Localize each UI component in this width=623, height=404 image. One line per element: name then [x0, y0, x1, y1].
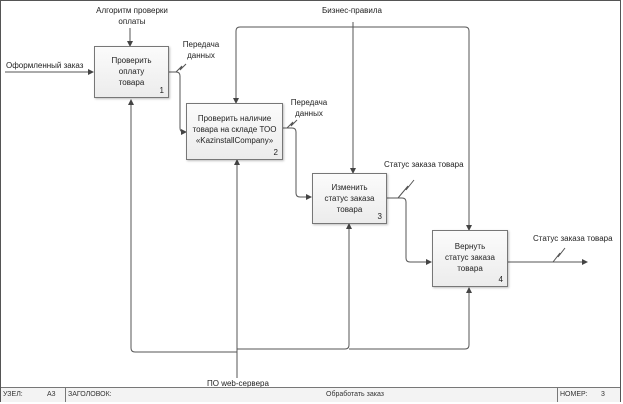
mechanism-loop-left [128, 99, 237, 353]
label-status-1: Статус заказа товара [384, 160, 464, 169]
label-data-transfer-1: Передача данных [182, 40, 220, 60]
footer-node-value: A3 [47, 391, 56, 398]
mechanism-loop-right [237, 223, 352, 350]
arrow-status-1 [387, 197, 432, 265]
title-block: УЗЕЛ: A3 ЗАГОЛОВОК: Обработать заказ НОМ… [1, 387, 620, 402]
footer-number-value: 3 [601, 391, 605, 398]
squiggle-1 [175, 63, 187, 73]
label-status-output: Статус заказа товара [533, 234, 613, 243]
label-control-rules: Бизнес-правила [322, 6, 382, 15]
squiggle-3 [397, 179, 415, 199]
activity-box-1[interactable]: Проверить оплату товара 1 [94, 46, 169, 98]
label-control-algorithm: Алгоритм проверки оплаты [96, 6, 168, 26]
activity-number: 1 [159, 86, 164, 95]
squiggle-2 [286, 119, 298, 129]
label-mechanism: ПО web-сервера [207, 379, 269, 388]
activity-label: Проверить наличие товара на складе ТОО «… [192, 114, 277, 145]
control-loop [235, 26, 470, 230]
footer-title-value: Обработать заказ [326, 391, 384, 398]
activity-box-2[interactable]: Проверить наличие товара на складе ТОО «… [186, 103, 283, 160]
activity-label: Проверить оплату товара [111, 56, 152, 87]
activity-label: Изменить статус заказа товара [324, 183, 375, 214]
label-input: Оформленный заказ [6, 61, 84, 70]
arrow-data-2 [283, 127, 312, 200]
activity-number: 4 [498, 275, 503, 284]
activity-label: Вернуть статус заказа товара [444, 242, 495, 273]
footer-number-label: НОМЕР: [557, 388, 597, 402]
squiggle-4 [552, 247, 566, 263]
activity-number: 3 [377, 212, 382, 221]
activity-number: 2 [273, 148, 278, 157]
footer-node-label: УЗЕЛ: [3, 391, 23, 398]
label-data-transfer-2: Передача данных [290, 98, 328, 118]
activity-box-3[interactable]: Изменить статус заказа товара 3 [312, 173, 387, 224]
arrow-data-1 [169, 71, 187, 135]
activity-box-4[interactable]: Вернуть статус заказа товара 4 [432, 230, 508, 287]
footer-title-label: ЗАГОЛОВОК: [65, 388, 155, 402]
